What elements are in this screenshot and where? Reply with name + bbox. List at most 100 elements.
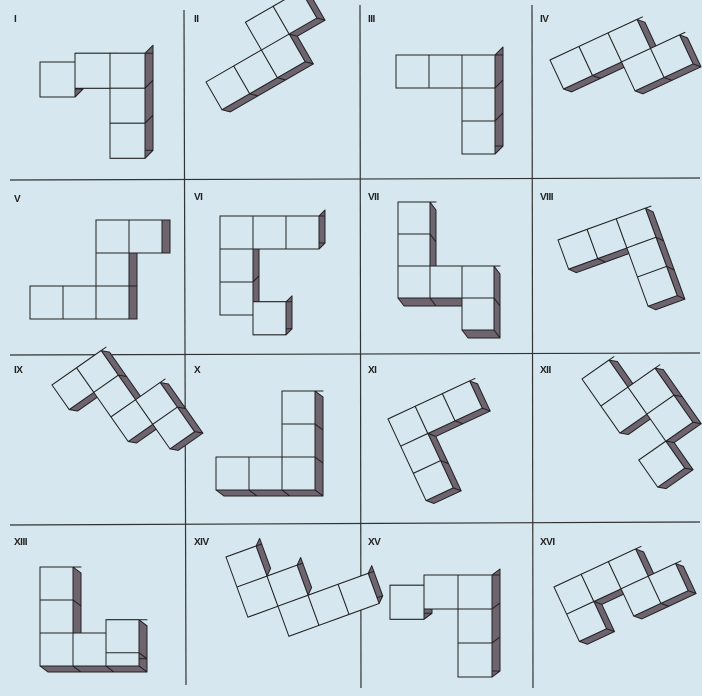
- cube-front-face: [462, 121, 495, 154]
- figure-label: VIII: [540, 192, 553, 203]
- figure-cell-8: VIII: [532, 180, 702, 355]
- cube-side-face: [139, 620, 147, 659]
- cube-front-face: [110, 88, 145, 123]
- cube-side-face: [282, 490, 323, 496]
- cube-front-face: [249, 457, 282, 490]
- figure-cell-3: III: [360, 0, 532, 180]
- cube-front-face: [282, 424, 315, 457]
- figure-cell-5: V: [0, 180, 184, 355]
- cube-figure-2: [184, 0, 360, 180]
- figure-label: IV: [540, 14, 548, 25]
- cube-figure-3: [360, 0, 532, 180]
- figure-cell-7: VII: [360, 180, 532, 355]
- cube-figure-12: [532, 355, 702, 525]
- cube-front-face: [390, 585, 424, 619]
- cube-figure-10: [184, 355, 360, 525]
- figure-cell-13: XIII: [0, 525, 184, 691]
- cube-front-face: [398, 266, 430, 298]
- cube-front-face: [40, 62, 75, 97]
- figure-cell-9: IX: [0, 355, 184, 525]
- cube-figure-8: [532, 180, 702, 355]
- cube-front-face: [282, 457, 315, 490]
- cube-front-face: [40, 567, 73, 600]
- figure-label: XVI: [540, 537, 555, 548]
- cube-side-face: [129, 286, 137, 319]
- cube-front-face: [96, 220, 129, 253]
- cube-front-face: [96, 286, 129, 319]
- cube-front-face: [129, 220, 162, 253]
- cube-front-face: [63, 286, 96, 319]
- figure-cell-12: XII: [532, 355, 702, 525]
- cube-front-face: [220, 216, 253, 249]
- cube-side-face: [315, 424, 323, 463]
- figure-label: X: [194, 365, 200, 376]
- cube-side-face: [129, 253, 137, 286]
- cube-side-face: [162, 220, 170, 253]
- cube-figure-6: [184, 180, 360, 355]
- cube-front-face: [430, 266, 462, 298]
- cube-front-face: [286, 216, 319, 249]
- cube-front-face: [253, 302, 286, 335]
- cube-front-face: [458, 643, 492, 677]
- cube-front-face: [216, 457, 249, 490]
- cube-front-face: [253, 216, 286, 249]
- figure-cell-11: XI: [360, 355, 532, 525]
- cube-front-face: [398, 234, 430, 266]
- cube-side-face: [106, 666, 147, 672]
- cube-figure-4: [532, 0, 702, 180]
- cube-side-face: [315, 391, 323, 430]
- cube-front-face: [462, 55, 495, 88]
- figure-label: XV: [368, 537, 380, 548]
- cube-figure-14: [184, 525, 360, 691]
- cube-figure-15: [360, 525, 532, 691]
- cube-front-face: [73, 633, 106, 666]
- cube-front-face: [458, 575, 492, 609]
- cube-side-face: [492, 603, 500, 643]
- figure-cell-16: XVI: [532, 525, 702, 691]
- cube-front-face: [110, 53, 145, 88]
- cube-front-face: [458, 609, 492, 643]
- figure-label: XIII: [14, 537, 27, 548]
- cube-side-face: [462, 330, 500, 338]
- cube-front-face: [106, 620, 139, 653]
- figure-label: XI: [368, 365, 376, 376]
- cube-front-face: [462, 88, 495, 121]
- figure-cell-10: X: [184, 355, 360, 525]
- figure-label: XIV: [194, 537, 209, 548]
- figure-cell-14: XIV: [184, 525, 360, 691]
- cube-front-face: [429, 55, 462, 88]
- cube-figure-11: [360, 355, 532, 525]
- cube-figure-1: [0, 0, 184, 180]
- cube-front-face: [220, 249, 253, 282]
- figure-label: VI: [194, 192, 202, 203]
- cube-figure-13: [0, 525, 184, 691]
- cube-front-face: [75, 53, 110, 88]
- cube-front-face: [396, 55, 429, 88]
- cube-front-face: [462, 266, 494, 298]
- figure-cell-1: I: [0, 0, 184, 180]
- cube-front-face: [398, 202, 430, 234]
- cube-side-face: [315, 457, 323, 496]
- figure-label: XII: [540, 365, 551, 376]
- cube-front-face: [40, 633, 73, 666]
- cube-figure-7: [360, 180, 532, 355]
- cube-figure-5: [0, 180, 184, 355]
- figure-label: IX: [14, 365, 22, 376]
- cube-front-face: [462, 298, 494, 330]
- cube-front-face: [220, 282, 253, 315]
- figure-label: I: [14, 14, 16, 25]
- cube-side-face: [73, 567, 81, 606]
- cube-front-face: [30, 286, 63, 319]
- cube-figure-16: [532, 525, 702, 691]
- figure-label: II: [194, 14, 199, 25]
- cube-front-face: [424, 575, 458, 609]
- cube-front-face: [110, 123, 145, 158]
- cube-front-face: [40, 600, 73, 633]
- figure-cell-4: IV: [532, 0, 702, 180]
- figure-label: V: [14, 194, 20, 205]
- figure-cell-6: VI: [184, 180, 360, 355]
- figure-cell-15: XV: [360, 525, 532, 691]
- cube-front-face: [282, 391, 315, 424]
- figure-cell-2: II: [184, 0, 360, 180]
